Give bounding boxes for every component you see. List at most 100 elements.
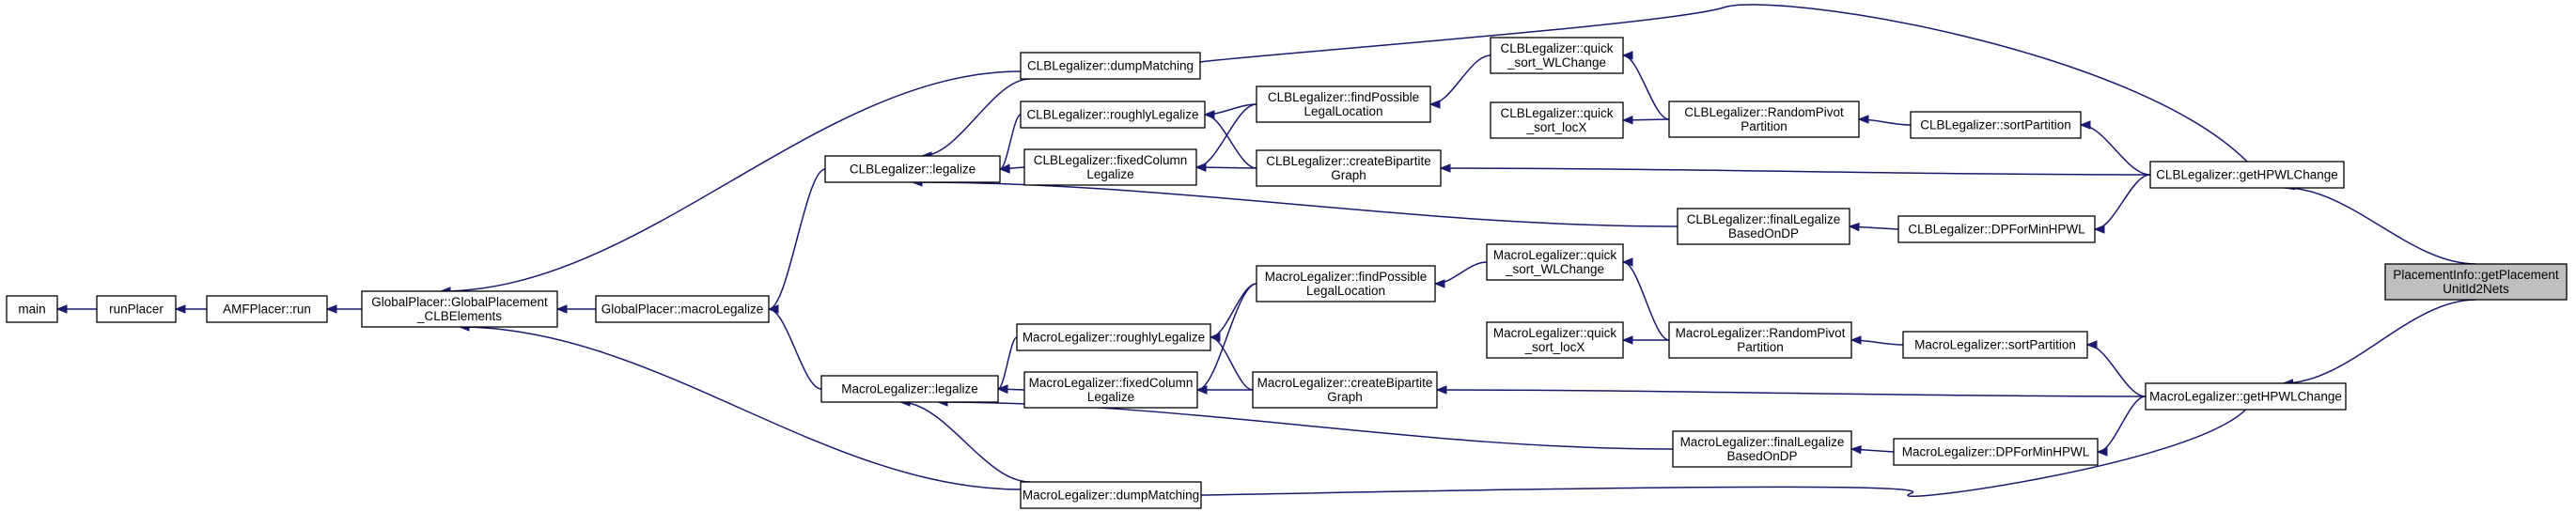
node-label-line: LegalLocation xyxy=(1306,284,1385,298)
edge-line xyxy=(1622,261,1670,341)
node-clbQWL[interactable]: CLBLegalizer::quick_sort_WLChange xyxy=(1490,37,1624,74)
node-macRough[interactable]: MacroLegalizer::roughlyLegalize xyxy=(1016,323,1211,351)
node-box xyxy=(1256,149,1442,187)
edge-macHPWL-to-root xyxy=(2282,299,2476,388)
node-main[interactable]: main xyxy=(6,295,58,323)
edge-arrowhead xyxy=(1621,335,1633,345)
node-clbQLoc[interactable]: CLBLegalizer::quick_sort_locX xyxy=(1490,101,1624,139)
edges-layer xyxy=(55,4,2476,504)
edge-arrowhead xyxy=(1621,257,1633,267)
node-box xyxy=(1893,438,2099,466)
node-clbHPWL[interactable]: CLBLegalizer::getHPWLChange xyxy=(2149,161,2345,189)
node-amfRun[interactable]: AMFPlacer::run xyxy=(206,295,328,323)
edge-line xyxy=(937,401,1674,450)
edge-main-to-runPlacer xyxy=(55,304,97,314)
node-label-line: CLBLegalizer::createBipartite xyxy=(1266,154,1431,168)
node-label-line: MacroLegalizer::quick xyxy=(1493,248,1617,262)
node-label-line: CLBLegalizer::dumpMatching xyxy=(1027,59,1194,73)
edge-clbQWL-to-clbRPP xyxy=(1621,51,1670,120)
edge-line xyxy=(2080,124,2151,176)
node-box xyxy=(1256,265,1436,303)
edge-clbDump-to-clbHPWL xyxy=(1189,4,2248,163)
edge-line xyxy=(1622,54,1670,120)
node-label-line: MacroLegalizer::RandomPivot xyxy=(1676,326,1846,340)
edge-line xyxy=(440,70,1022,292)
edge-line xyxy=(2284,187,2476,265)
node-clbDump[interactable]: CLBLegalizer::dumpMatching xyxy=(1020,52,1201,80)
node-label-line: CLBLegalizer::DPForMinHPWL xyxy=(1908,223,2085,237)
edge-runPlacer-to-amfRun xyxy=(174,304,207,314)
node-macDP[interactable]: MacroLegalizer::DPForMinHPWL xyxy=(1893,438,2099,466)
node-box xyxy=(96,295,177,323)
edge-macFind-to-macQWL xyxy=(1433,261,1488,288)
node-runPlacer[interactable]: runPlacer xyxy=(96,295,177,323)
node-label-line: Graph xyxy=(1331,168,1366,182)
edge-line xyxy=(912,181,1678,227)
node-label-line: MacroLegalizer::dumpMatching xyxy=(1023,489,1199,503)
node-label-line: MacroLegalizer::findPossible xyxy=(1265,270,1428,284)
edge-line xyxy=(2094,174,2151,230)
edge-clbFixed-to-clbBip xyxy=(1194,163,1257,172)
node-macQWL[interactable]: MacroLegalizer::quick_sort_WLChange xyxy=(1486,243,1624,281)
node-label-line: MacroLegalizer::fixedColumn xyxy=(1029,376,1194,390)
edge-macRPP-to-macSort xyxy=(1850,335,1904,346)
edge-gpMacro-to-clbLegalize xyxy=(767,168,826,314)
edge-arrowhead xyxy=(55,304,68,314)
nodes-layer: main runPlacer AMFPlacer::run GlobalPlacer:… xyxy=(6,37,2568,509)
node-clbDP[interactable]: CLBLegalizer::DPForMinHPWL xyxy=(1897,215,2096,243)
edge-line xyxy=(921,78,1031,157)
node-macFind[interactable]: MacroLegalizer::findPossibleLegalLocatio… xyxy=(1256,265,1436,303)
node-label-line: _sort_WLChange xyxy=(1505,262,1604,276)
edge-macFinal-to-macDP xyxy=(1850,444,1895,455)
node-label-line: _sort_WLChange xyxy=(1507,55,1606,70)
node-box xyxy=(6,295,58,323)
node-label-line: MacroLegalizer::getHPWLChange xyxy=(2149,390,2342,404)
node-clbSort[interactable]: CLBLegalizer::sortPartition xyxy=(1910,111,2082,139)
edge-line xyxy=(999,114,1022,170)
edge-macRough-to-macFind xyxy=(1209,283,1257,342)
edge-arrowhead xyxy=(767,304,779,314)
edge-arrowhead xyxy=(1195,385,1208,395)
edge-arrowhead xyxy=(1848,222,1860,232)
node-label-line: PlacementInfo::getPlacement xyxy=(2393,268,2559,282)
node-box xyxy=(206,295,328,323)
node-clbRough[interactable]: CLBLegalizer::roughlyLegalize xyxy=(1020,101,1206,129)
node-macQLoc[interactable]: MacroLegalizer::quick_sort_locX xyxy=(1486,321,1624,359)
edge-line xyxy=(1196,283,1257,391)
node-label-line: Partition xyxy=(1741,119,1788,133)
node-label-line: BasedOnDP xyxy=(1726,449,1797,463)
edge-arrowhead xyxy=(1209,333,1221,342)
edge-gpMacro-to-macLegalize xyxy=(767,304,822,390)
edge-arrowhead xyxy=(2093,225,2105,234)
node-label-line: MacroLegalizer::sortPartition xyxy=(1914,338,2076,352)
node-macLegalize[interactable]: MacroLegalizer::legalize xyxy=(820,375,999,403)
node-macSort[interactable]: MacroLegalizer::sortPartition xyxy=(1902,331,2088,359)
node-gpGlobal[interactable]: GlobalPlacer::GlobalPlacement_CLBElement… xyxy=(361,290,558,328)
edge-clbHPWL-to-root xyxy=(2283,181,2476,265)
node-label-line: GlobalPlacer::macroLegalize xyxy=(601,303,764,317)
node-gpMacro[interactable]: GlobalPlacer::macroLegalize xyxy=(595,295,770,323)
node-macDump[interactable]: MacroLegalizer::dumpMatching xyxy=(1020,481,1202,509)
node-label-line: main xyxy=(18,303,45,317)
node-clbLegalize[interactable]: CLBLegalizer::legalize xyxy=(824,155,1001,183)
edge-arrowhead xyxy=(1857,115,1869,124)
edge-arrowhead xyxy=(325,304,337,314)
edge-arrowhead xyxy=(555,304,568,314)
node-box xyxy=(1672,430,1852,468)
edge-macLegalize-to-macRough xyxy=(996,336,1018,394)
node-box xyxy=(1490,101,1624,139)
node-label-line: _CLBElements xyxy=(416,309,502,323)
edge-line xyxy=(1199,4,2248,163)
node-label-line: Legalize xyxy=(1086,167,1133,181)
node-macHPWL[interactable]: MacroLegalizer::getHPWLChange xyxy=(2145,382,2347,411)
